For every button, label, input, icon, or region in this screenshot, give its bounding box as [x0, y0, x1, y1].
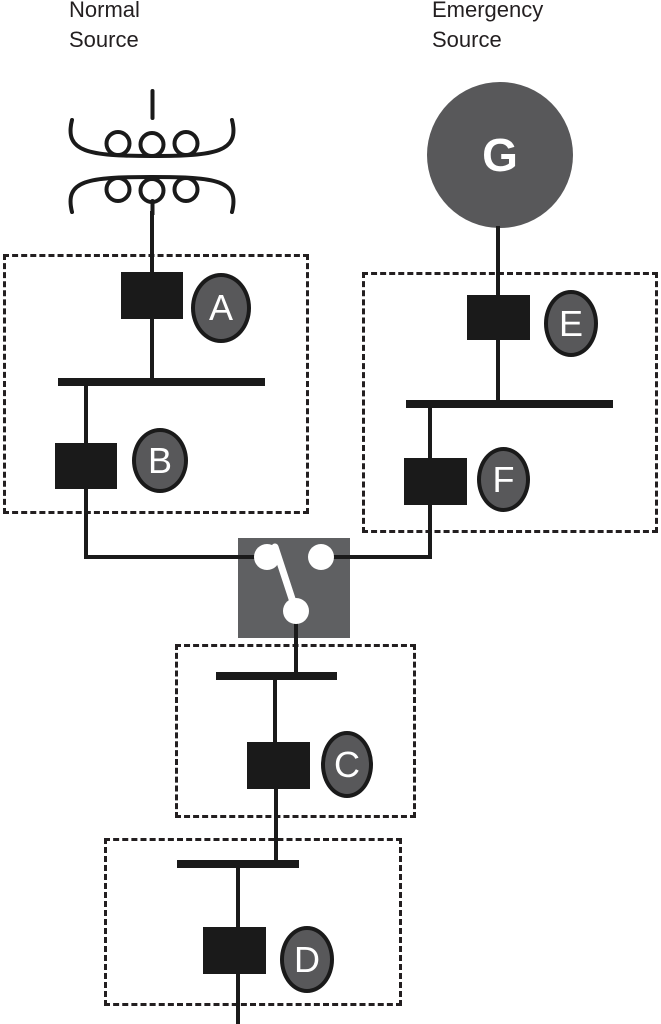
badge-e-label: E [558, 302, 583, 344]
emergency-source-title: Emergency Source [432, 0, 544, 52]
connector-line [236, 868, 240, 927]
connector-line [84, 386, 88, 444]
badge-b: B [132, 428, 188, 493]
bus-bar-load-2 [177, 860, 299, 868]
connector-line [149, 211, 154, 273]
badge-a: A [191, 273, 251, 343]
badge-c-label: C [334, 743, 360, 785]
generator-icon: G [427, 82, 573, 228]
badge-b-label: B [147, 439, 172, 481]
connector-line [294, 638, 298, 680]
breaker-c-icon [247, 742, 310, 789]
connector-line [428, 505, 432, 559]
connector-line [428, 408, 432, 459]
badge-a-label: A [208, 287, 233, 328]
connector-line [273, 680, 277, 742]
connector-line [496, 340, 500, 402]
normal-source-title: Normal Source [69, 0, 140, 52]
emergency-distribution-boundary [362, 272, 658, 533]
breaker-e-icon [467, 295, 530, 340]
badge-d-label: D [294, 938, 320, 980]
bus-bar-normal [58, 378, 265, 386]
connector-line [150, 319, 154, 380]
connector-line [274, 789, 278, 861]
transfer-switch-contacts [238, 543, 350, 638]
breaker-f-icon [404, 458, 467, 505]
connector-line [84, 489, 88, 559]
breaker-a-icon [121, 272, 183, 319]
badge-e: E [544, 290, 598, 357]
badge-d: D [280, 926, 334, 993]
breaker-d-icon [203, 927, 266, 974]
normal-distribution-boundary [3, 254, 309, 514]
connector-line [496, 226, 500, 296]
generator-label: G [482, 129, 518, 181]
badge-c: C [321, 731, 373, 798]
breaker-b-icon [55, 443, 117, 489]
load-bus-2-boundary [104, 838, 402, 1006]
transfer-switch-icon [238, 538, 350, 638]
bus-bar-load-1 [216, 672, 337, 680]
badge-f-label: F [492, 458, 515, 500]
bus-bar-emergency [406, 400, 613, 408]
connector-line [350, 555, 432, 559]
transformer-icon [68, 89, 236, 215]
connector-line [84, 555, 240, 559]
connector-line [236, 974, 240, 1024]
badge-f: F [477, 447, 530, 512]
